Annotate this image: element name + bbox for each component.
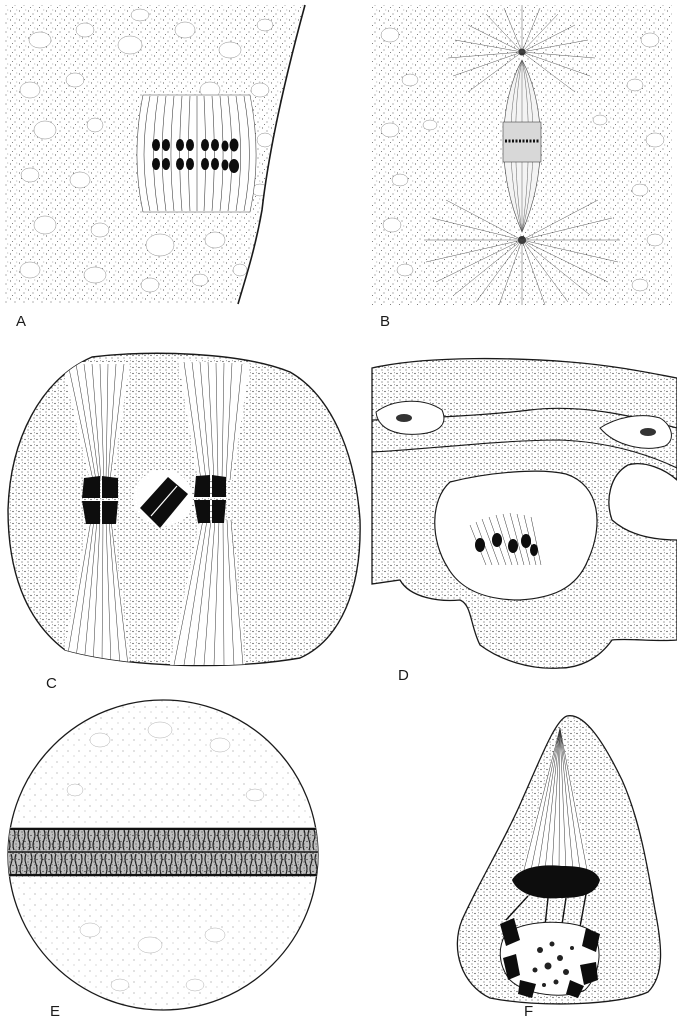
panel-label-b: B [380, 313, 390, 330]
chromosome-strand [323, 830, 327, 874]
spindle [137, 95, 256, 212]
dividing-cell [435, 471, 597, 600]
chromosome-strand [3, 830, 7, 874]
panel-b: B [372, 5, 672, 330]
panel-e: E [0, 700, 330, 1020]
panel-c: C [8, 353, 360, 692]
panel-f: F [457, 716, 660, 1020]
panel-a: A [5, 5, 305, 330]
panel-label-e: E [50, 1003, 60, 1020]
chromosome-band [0, 827, 330, 877]
panel-label-f: F [524, 1003, 533, 1020]
panel-d: D [372, 359, 677, 684]
panel-label-a: A [16, 313, 26, 330]
panel-label-d: D [398, 667, 409, 684]
metaphase-plate [503, 122, 541, 162]
panel-label-c: C [46, 675, 57, 692]
